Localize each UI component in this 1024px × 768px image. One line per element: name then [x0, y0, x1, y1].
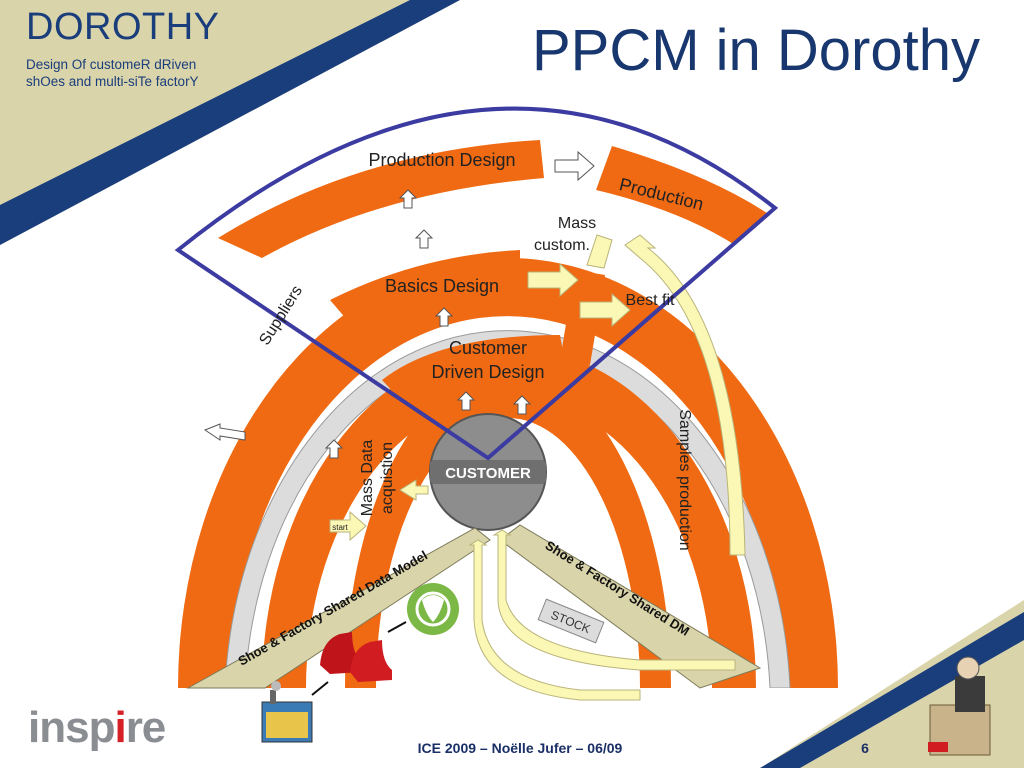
customer-driven-label-1: Customer	[449, 338, 527, 358]
factory-icon	[261, 681, 313, 743]
vertical-arrow-1	[398, 189, 418, 209]
customer-driven-label-2: Driven Design	[431, 362, 544, 382]
mass-data-label-2: acquistion	[379, 442, 396, 514]
brand-subtitle-line2: shOes and multi-siTe factorY	[26, 74, 199, 89]
horizontal-arrow	[203, 423, 246, 441]
logo-part1: insp	[28, 703, 115, 752]
top-left-navy-stripe	[0, 0, 460, 245]
stock-box	[537, 598, 605, 644]
vertical-arrow-5	[512, 395, 532, 415]
production-block	[596, 146, 770, 245]
start-arrow	[329, 510, 367, 542]
production-design-label: Production Design	[368, 150, 515, 170]
stock-arrow-inner	[468, 539, 641, 701]
outer-yellow-arrow	[624, 234, 746, 556]
suppliers-label: Suppliers	[256, 283, 306, 349]
left-shared-data-band	[186, 527, 491, 689]
start-label: start	[332, 523, 348, 532]
red-shoes-icon	[320, 632, 392, 682]
slide-title: PPCM in Dorothy	[531, 18, 980, 83]
footer-credit: ICE 2009 – Noëlle Jufer – 06/09	[417, 740, 623, 756]
vertical-arrow-3	[434, 307, 454, 327]
ppcm-scope-outline	[174, 106, 779, 461]
mass-custom-label-1: Mass	[558, 215, 596, 232]
vertical-arrow-4	[456, 391, 476, 411]
best-fit-label: Best fit	[626, 292, 675, 309]
best-fit-arrow-1	[527, 262, 579, 298]
inner-orange-ring	[345, 368, 671, 688]
basics-design-label: Basics Design	[385, 276, 499, 296]
dorothy-character-icon	[928, 656, 991, 756]
vertical-arrow-6	[324, 439, 344, 459]
logo-part2: i	[114, 703, 126, 752]
inspire-logo: inspire	[28, 703, 167, 752]
vertical-arrow-2	[414, 229, 434, 249]
bottom-right-navy-stripe	[760, 612, 1024, 768]
best-fit-arrow-2	[579, 292, 631, 328]
arrow-factory-shoes-icon	[311, 681, 329, 696]
stock-arrow-outer	[492, 529, 736, 671]
mass-data-arrow	[399, 479, 429, 501]
customer-label: CUSTOMER	[445, 465, 531, 482]
production-design-to-production-arrow	[554, 150, 595, 182]
brand-subtitle: Design Of customeR dRiven shOes and mult…	[26, 56, 199, 90]
customer-driven-design-block	[382, 335, 570, 410]
brand-subtitle-line1: Design Of customeR dRiven	[26, 57, 197, 72]
outer-orange-ring	[178, 258, 838, 688]
logo-part3: re	[125, 703, 167, 752]
brand-title: DOROTHY	[26, 6, 220, 48]
basics-design-block	[330, 250, 520, 335]
middle-orange-ring	[262, 346, 756, 688]
production-design-block	[218, 140, 544, 258]
arrow-shoes-face-icon	[387, 621, 407, 633]
mass-custom-label-2: custom.	[534, 237, 590, 254]
samples-production-label: Samples production	[676, 409, 693, 550]
suppliers-ring	[224, 330, 791, 688]
face-icon	[407, 583, 459, 635]
mass-data-label-1: Mass Data	[359, 440, 376, 517]
mass-custom-arrow	[586, 234, 613, 269]
page-number: 6	[861, 740, 869, 756]
customer-label-bg	[430, 460, 546, 484]
right-shared-dm-band	[499, 524, 762, 689]
